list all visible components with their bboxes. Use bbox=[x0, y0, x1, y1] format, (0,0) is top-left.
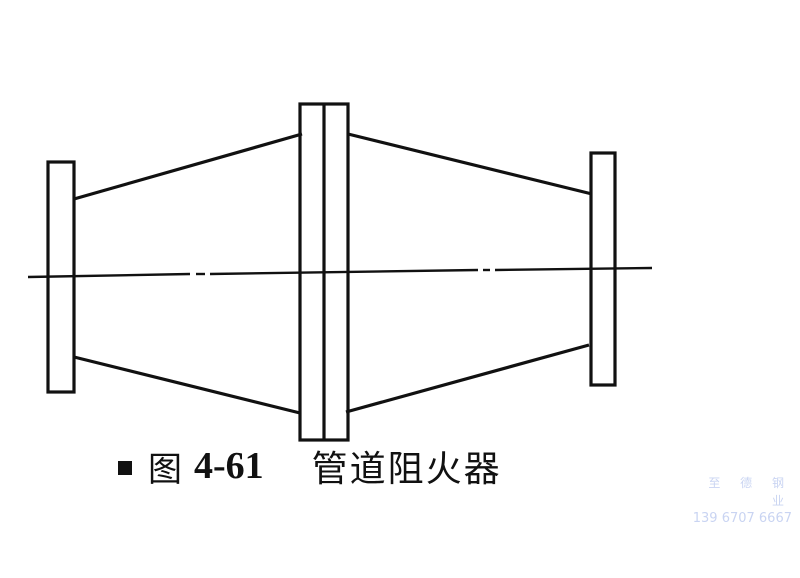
left-cone-top-edge bbox=[73, 132, 303, 201]
figure-number: 4-61 bbox=[194, 445, 264, 487]
left-cone-bottom-edge bbox=[73, 355, 301, 415]
figure-caption: 图 4-61 管道阻火器 bbox=[118, 441, 502, 491]
center-axis-line bbox=[27, 266, 653, 279]
watermark-phone: 139 6707 6667 bbox=[692, 511, 792, 526]
figure-label: 图 bbox=[148, 449, 182, 490]
figure-title: 管道阻火器 bbox=[311, 449, 502, 490]
bullet-square-icon bbox=[118, 461, 132, 475]
right-cone-top-edge bbox=[347, 132, 593, 196]
watermark: 至 德 钢 业 139 6707 6667 bbox=[680, 474, 792, 528]
watermark-company: 至 德 钢 业 bbox=[708, 476, 792, 508]
right-cone-bottom-edge bbox=[345, 343, 590, 414]
